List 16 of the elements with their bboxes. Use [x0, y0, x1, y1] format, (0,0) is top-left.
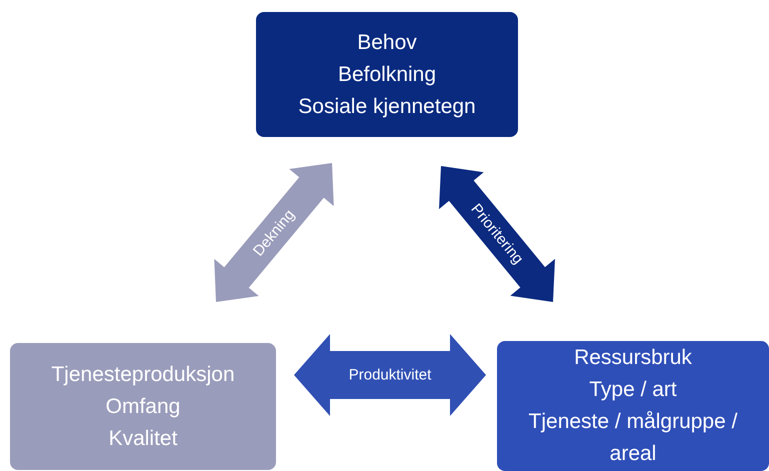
box-text: Behov — [357, 30, 417, 56]
info-box — [497, 341, 769, 471]
double-arrow — [294, 334, 486, 416]
info-box — [256, 12, 518, 137]
edge-label: Produktivitet — [348, 366, 432, 384]
box-text: Kvalitet — [108, 426, 178, 452]
info-box — [10, 343, 276, 470]
box-text: Befolkning — [338, 62, 436, 88]
box-text: Tjeneste / målgruppe / areal — [528, 409, 738, 467]
box-text: Omfang — [106, 394, 180, 420]
box-text: Sosiale kjennetegn — [298, 94, 476, 120]
double-arrow — [439, 166, 555, 302]
box-text: Tjenesteproduksjon — [51, 362, 235, 388]
box-text: Ressursbruk — [574, 345, 692, 371]
double-arrow — [214, 163, 334, 302]
box-text: Type / art — [589, 377, 677, 403]
